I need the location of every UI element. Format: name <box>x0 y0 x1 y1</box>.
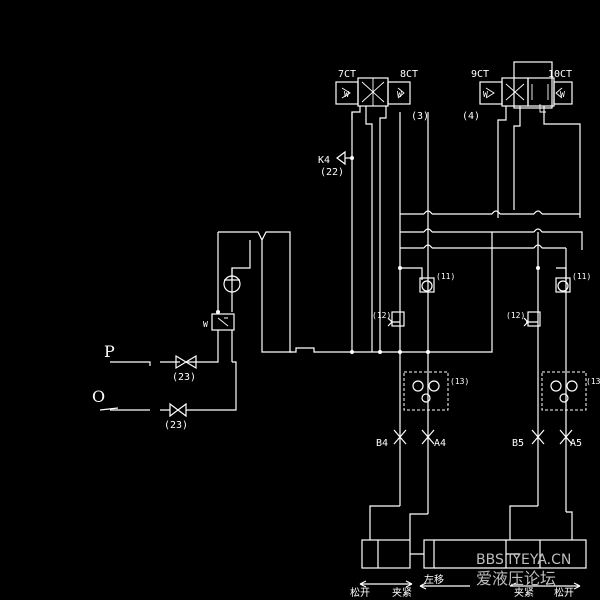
junction <box>536 266 540 270</box>
label-13a: (13) <box>450 377 469 386</box>
junction <box>350 350 354 354</box>
pressure-valve <box>211 313 235 331</box>
label-8ct: 8CT <box>400 69 418 80</box>
coupler-a5 <box>559 429 573 445</box>
arrow-right-cyl <box>509 582 581 590</box>
coupler-b5 <box>531 429 545 445</box>
valve-4 <box>479 61 581 218</box>
check-valve-11b <box>555 277 571 293</box>
throttle-23a <box>175 354 197 370</box>
relief-valve-12a <box>387 311 405 327</box>
label-w-8: W <box>397 90 402 99</box>
valve-3 <box>335 77 411 352</box>
label-k4: K4 <box>318 155 330 166</box>
label-valve-3: (3) <box>411 111 429 122</box>
label-11a: (11) <box>436 272 455 281</box>
label-11b: (11) <box>572 272 591 281</box>
label-o: O <box>92 387 105 406</box>
label-b5: B5 <box>512 438 524 449</box>
label-w-pv: W <box>203 320 208 329</box>
label-songkai-left: 松开 <box>350 586 370 599</box>
cylinder-left <box>361 505 506 569</box>
label-12b: (12) <box>506 311 525 320</box>
label-k4-num: (22) <box>320 167 344 178</box>
pipes <box>110 112 583 514</box>
relief-valve-12b <box>523 311 541 327</box>
watermark-url: BBS.IYEYA.CN <box>476 552 571 568</box>
junction <box>398 350 402 354</box>
label-13b: (13) <box>586 377 600 386</box>
label-a4: A4 <box>434 438 446 449</box>
label-songkai-right: 松开 <box>554 586 574 599</box>
label-jiajin-right: 夹紧 <box>514 586 534 599</box>
label-w-10: W <box>560 90 565 99</box>
label-zuoyi: 左移 <box>424 573 444 586</box>
label-jiajin-left: 夹紧 <box>392 586 412 599</box>
junction <box>378 350 382 354</box>
label-12a: (12) <box>372 311 391 320</box>
label-w-9: W <box>483 90 488 99</box>
watermark-cn: 爱液压论坛 <box>476 569 556 588</box>
cylinder-right <box>505 505 587 569</box>
lock-13a <box>403 371 449 411</box>
arrow-left-cyl <box>359 580 413 588</box>
label-b4: B4 <box>376 438 388 449</box>
arrow-shift <box>419 582 470 590</box>
label-9ct: 9CT <box>471 69 489 80</box>
o-arrow <box>99 407 119 411</box>
label-w-7: W <box>344 90 349 99</box>
label-a5: A5 <box>570 438 582 449</box>
label-throttle-23a: (23) <box>172 372 196 383</box>
coupler-a4 <box>421 429 435 445</box>
junction <box>398 266 402 270</box>
check-valve-11a <box>419 277 435 293</box>
coupler-b4 <box>393 429 407 445</box>
label-7ct: 7CT <box>338 69 356 80</box>
label-p: P <box>104 342 115 361</box>
junction <box>216 310 220 314</box>
lock-13b <box>541 371 587 411</box>
k4-switch <box>336 150 354 166</box>
label-throttle-23b: (23) <box>164 420 188 431</box>
inline-check-valve <box>223 275 241 293</box>
label-valve-4: (4) <box>462 111 480 122</box>
junction <box>426 350 430 354</box>
throttle-23b <box>169 402 187 418</box>
label-10ct: 10CT <box>548 69 572 80</box>
